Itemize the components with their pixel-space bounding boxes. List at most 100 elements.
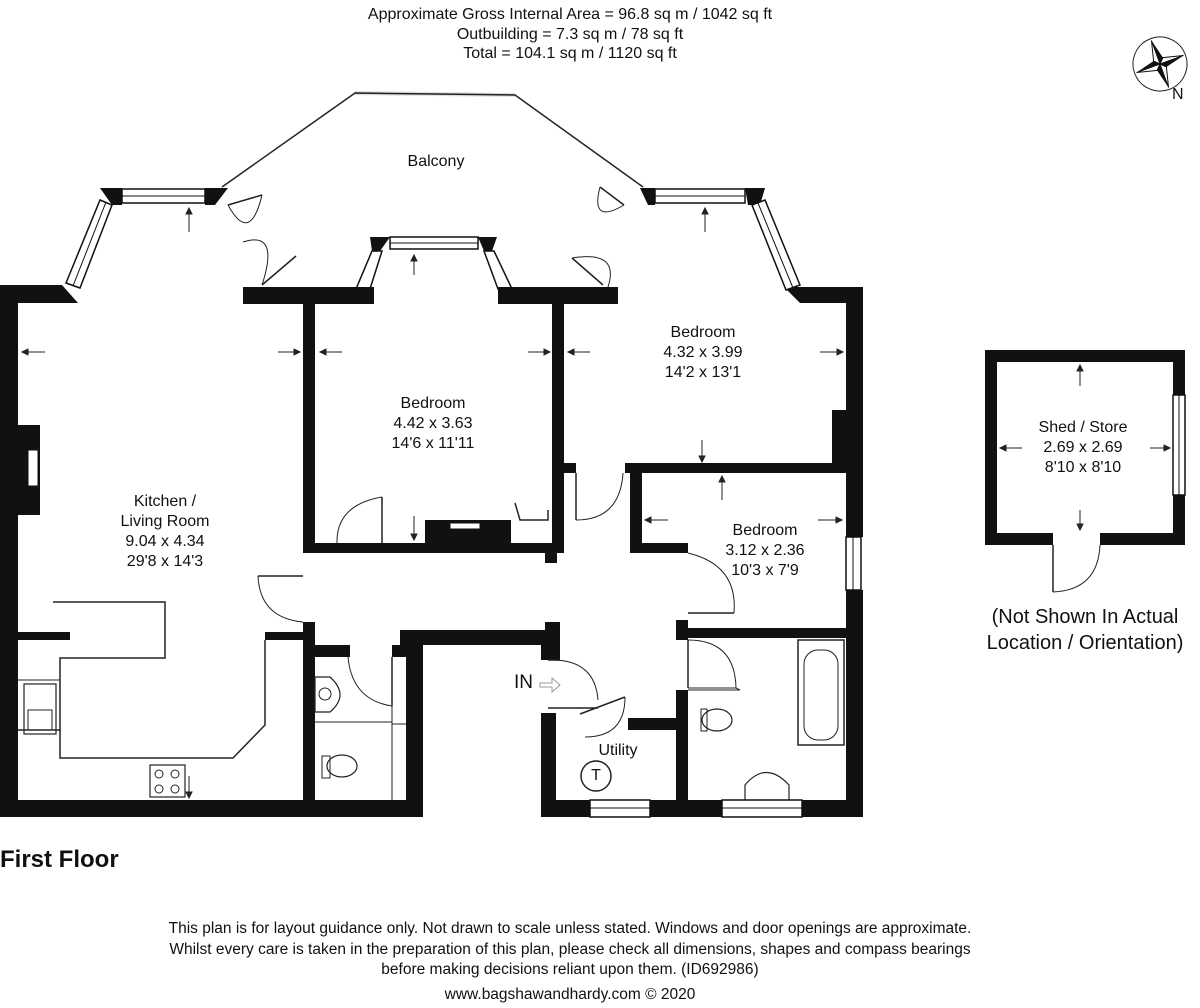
floor-title: First Floor xyxy=(0,846,119,873)
wall xyxy=(265,632,315,640)
wall xyxy=(0,285,78,303)
shed-wall xyxy=(1100,533,1185,545)
wall xyxy=(784,287,863,303)
wall xyxy=(688,628,846,638)
kitchen-sink xyxy=(23,683,57,735)
door-leaf xyxy=(227,194,263,206)
basin xyxy=(744,771,790,800)
gross-internal-area: Approximate Gross Internal Area = 96.8 s… xyxy=(367,6,773,23)
disclaimer-line: This plan is for layout guidance only. N… xyxy=(168,920,972,937)
wall xyxy=(676,690,688,817)
window xyxy=(751,199,801,291)
wall xyxy=(541,645,560,660)
wall xyxy=(832,410,846,465)
hob xyxy=(149,764,186,798)
door-leaf xyxy=(579,696,626,715)
area-summary: Approximate Gross Internal Area = 96.8 s… xyxy=(300,5,840,64)
wardrobe-door xyxy=(514,502,549,521)
outbuilding-note: (Not Shown In Actual Location / Orientat… xyxy=(960,604,1200,656)
wall xyxy=(315,645,350,657)
wall xyxy=(0,800,423,817)
kitchen-counter xyxy=(18,601,166,731)
room-name: Living Room xyxy=(120,513,210,530)
room-dimensions-metric: 3.12 x 2.36 xyxy=(725,542,805,559)
disclaimer-line: before making decisions reliant upon the… xyxy=(381,961,759,978)
door-swing xyxy=(347,656,393,707)
wall xyxy=(356,287,374,304)
bedroom-3-label: Bedroom 3.12 x 2.36 10'3 x 7'9 xyxy=(690,521,840,581)
outbuilding-area: Outbuilding = 7.3 sq m / 78 sq ft xyxy=(456,25,684,43)
wall xyxy=(628,718,678,730)
water-tank-icon xyxy=(580,760,612,792)
entrance-arrow-icon xyxy=(539,676,561,694)
wall xyxy=(303,622,315,817)
window-pane xyxy=(72,201,107,287)
room-name: Shed / Store xyxy=(1038,419,1128,436)
wardrobe xyxy=(449,522,481,530)
note-line: Location / Orientation) xyxy=(986,632,1184,654)
room-dimensions-imperial: 8'10 x 8'10 xyxy=(1044,459,1122,476)
wall xyxy=(243,287,305,304)
door-swing xyxy=(571,256,611,288)
room-dimensions-metric: 4.32 x 3.99 xyxy=(663,344,743,361)
wc-partition xyxy=(391,706,406,725)
window-pane xyxy=(757,202,794,289)
door-swing xyxy=(551,659,599,701)
toilet-cistern xyxy=(700,708,708,732)
wall xyxy=(406,645,423,817)
note-line: (Not Shown In Actual xyxy=(991,606,1179,628)
dimension-arrows xyxy=(20,206,1172,800)
basin xyxy=(314,676,341,713)
hob-ring xyxy=(154,784,164,794)
utility-label: Utility xyxy=(598,742,638,759)
window xyxy=(354,250,384,290)
bathtub xyxy=(797,639,845,746)
entrance-label: IN xyxy=(514,672,533,693)
wall xyxy=(303,543,323,553)
room-dimensions-imperial: 29'8 x 14'3 xyxy=(126,553,204,570)
bathroom-counter xyxy=(315,721,393,800)
shed-wall xyxy=(985,350,1185,362)
wall xyxy=(568,287,618,304)
door-leaf xyxy=(571,257,604,286)
door-swing xyxy=(687,552,735,614)
kitchen-counter xyxy=(59,640,266,759)
wall xyxy=(370,237,390,251)
door-swing xyxy=(336,496,383,544)
wall xyxy=(27,449,39,487)
room-name: Bedroom xyxy=(400,395,466,412)
balcony-edge xyxy=(354,91,516,97)
room-name: Kitchen / xyxy=(133,493,197,510)
balcony-label: Balcony xyxy=(407,153,465,170)
basin-bowl xyxy=(318,687,332,701)
website-link[interactable]: www.bagshawandhardy.com © 2020 xyxy=(444,985,696,1003)
door-leaf xyxy=(261,255,297,286)
wall xyxy=(400,630,560,645)
hob-ring xyxy=(154,769,164,779)
wall xyxy=(630,543,688,553)
balcony-outline xyxy=(221,92,644,188)
wall xyxy=(545,553,557,563)
door-swing xyxy=(257,575,304,623)
wall xyxy=(303,303,315,543)
wall xyxy=(625,463,860,473)
wall xyxy=(846,287,863,537)
door-swing xyxy=(242,239,269,286)
wall xyxy=(425,520,511,543)
room-name: Bedroom xyxy=(732,522,798,539)
disclaimer: This plan is for layout guidance only. N… xyxy=(60,919,1080,1005)
compass-north-label: N xyxy=(1172,86,1184,103)
hob-ring xyxy=(170,784,180,794)
compass-rose-icon xyxy=(1132,36,1188,92)
room-dimensions-metric: 2.69 x 2.69 xyxy=(1043,439,1123,456)
door-swing xyxy=(227,194,263,224)
window xyxy=(482,250,514,290)
bathtub-inner xyxy=(803,649,839,741)
wall xyxy=(630,473,642,553)
wall xyxy=(640,188,655,205)
wall xyxy=(205,188,228,205)
disclaimer-line: Whilst every care is taken in the prepar… xyxy=(169,940,971,958)
wall xyxy=(100,188,122,205)
bathroom-counter xyxy=(688,687,741,691)
wall xyxy=(552,303,564,543)
